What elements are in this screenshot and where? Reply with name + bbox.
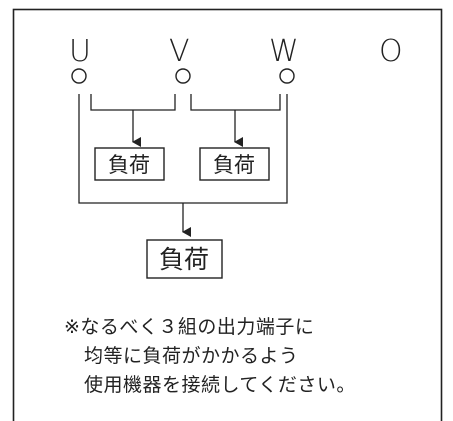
vw-bracket-line — [190, 94, 281, 111]
terminal-w — [279, 68, 295, 84]
outer-frame — [12, 8, 443, 421]
terminal-v — [175, 68, 191, 84]
terminal-u — [71, 68, 87, 84]
terminal-label-v: V — [169, 34, 190, 69]
note-line-2: 均等に負荷がかかるよう — [84, 345, 299, 367]
note-line-1: ※なるべく３組の出力端子に — [64, 316, 315, 338]
terminal-label-o: O — [379, 34, 403, 69]
note-line-3: 使用機器を接続してください。 — [84, 374, 356, 396]
uv-bracket-line — [90, 94, 176, 111]
terminal-label-w: W — [269, 34, 299, 69]
load-label-uv: 負荷 — [108, 153, 150, 177]
load-label-common: 負荷 — [159, 245, 209, 274]
load-box-vw — [199, 147, 270, 181]
load-box-common — [146, 239, 223, 279]
terminal-label-u: U — [69, 34, 91, 69]
load-label-vw: 負荷 — [213, 153, 255, 177]
load-box-uv — [94, 147, 165, 181]
usage-note: ※なるべく３組の出力端子に 均等に負荷がかかるよう 使用機器を接続してください。 — [64, 313, 444, 400]
